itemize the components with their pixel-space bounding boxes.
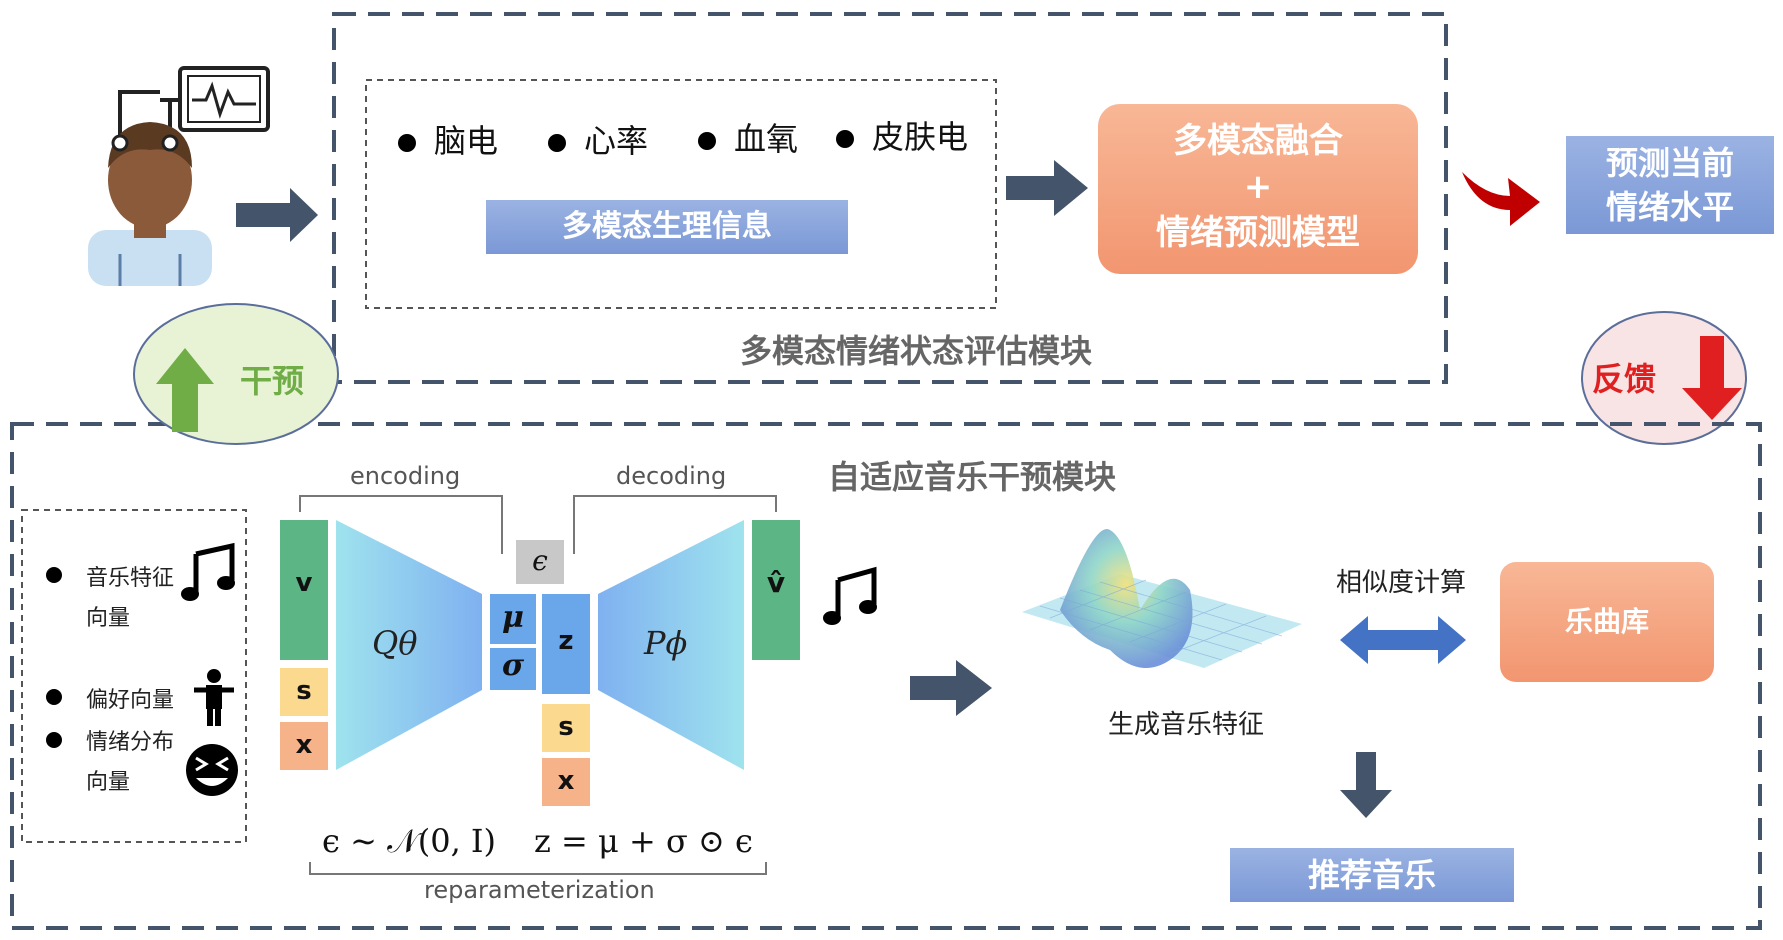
green-up-arrow xyxy=(156,348,214,432)
recommend-music-box: 推荐音乐 xyxy=(1230,848,1514,902)
mu-label: μ xyxy=(502,600,524,635)
bottom-module-frame xyxy=(10,422,1762,930)
input-item-music-line1: 音乐特征 xyxy=(86,566,175,591)
encoding-label: encoding xyxy=(350,462,461,490)
red-down-arrow xyxy=(1682,336,1742,420)
signal-item: 心率 xyxy=(548,116,648,162)
formula-reparam: z = μ + σ ⊙ ϵ xyxy=(534,822,753,860)
input-item-music-line2: 向量 xyxy=(86,606,131,631)
music-library-box: 乐曲库 xyxy=(1500,562,1714,682)
bullet-dot xyxy=(698,132,716,150)
fusion-plus: + xyxy=(1243,167,1273,207)
epsilon-block xyxy=(516,540,564,584)
top-module-title: 多模态情绪状态评估模块 xyxy=(740,332,1093,370)
arrow-right-1 xyxy=(236,188,318,242)
s-label-left: s xyxy=(296,676,312,706)
epsilon-label: ϵ xyxy=(532,544,548,577)
arrow-right-2 xyxy=(1006,160,1088,216)
s-block-left xyxy=(280,668,328,716)
sigma-block xyxy=(490,648,536,690)
signal-item: 皮肤电 xyxy=(836,112,968,158)
s-label-right: s xyxy=(558,712,574,742)
fusion-model-box: 多模态融合 + 情绪预测模型 xyxy=(1098,104,1418,274)
arrow-right-3 xyxy=(910,660,992,716)
double-arrow xyxy=(1340,616,1466,664)
music-note-icon xyxy=(181,542,235,601)
s-block-right xyxy=(542,704,590,752)
music-note-icon-2 xyxy=(823,566,877,625)
input-item-emotion-line1: 情绪分布 xyxy=(86,730,175,755)
formula-noise: ϵ ∼ 𝒩(0, I) xyxy=(322,822,497,860)
reparam-bracket xyxy=(309,862,767,875)
feedback-label: 反馈 xyxy=(1592,360,1657,398)
inputs-frame xyxy=(21,509,247,843)
bottom-module-title: 自适应音乐干预模块 xyxy=(828,458,1117,496)
z-label: z xyxy=(558,626,574,656)
sigma-label: σ xyxy=(501,648,525,683)
decoder-trapezoid xyxy=(598,520,744,770)
signal-item: 脑电 xyxy=(398,116,498,162)
q-label: Qθ xyxy=(372,624,418,662)
x-label-right: x xyxy=(557,766,575,796)
signals-label-box: 多模态生理信息 xyxy=(486,200,848,254)
person-icon xyxy=(194,669,234,726)
predict-line-2: 情绪水平 xyxy=(1605,188,1734,226)
top-module-frame xyxy=(332,12,1448,384)
x-block-left xyxy=(280,722,328,770)
encoding-bracket xyxy=(299,495,503,554)
bullet-dot xyxy=(836,130,854,148)
reparam-label: reparameterization xyxy=(424,876,655,904)
v-block xyxy=(280,520,328,660)
x-label-left: x xyxy=(295,730,313,760)
v-hat-block xyxy=(752,520,800,660)
decoding-label: decoding xyxy=(616,462,727,490)
mu-block xyxy=(490,594,536,644)
input-item-emotion-line2: 向量 xyxy=(86,770,131,795)
red-curved-arrow xyxy=(1462,172,1540,226)
z-block xyxy=(542,594,590,694)
bullet-dot xyxy=(548,134,566,152)
surface-plot-icon xyxy=(1022,529,1302,668)
similarity-label: 相似度计算 xyxy=(1336,568,1467,598)
x-block-right xyxy=(542,758,590,806)
v-label: v xyxy=(295,568,313,598)
bullet-dot xyxy=(398,134,416,152)
arrow-down xyxy=(1340,752,1392,818)
decoding-bracket xyxy=(573,495,777,554)
fusion-line-1: 多模态融合 xyxy=(1173,121,1343,161)
generated-feature-label: 生成音乐特征 xyxy=(1108,710,1265,740)
encoder-trapezoid xyxy=(336,520,482,770)
predict-box: 预测当前 情绪水平 xyxy=(1566,136,1774,234)
input-item-preference: 偏好向量 xyxy=(86,688,175,713)
person-with-monitor-icon xyxy=(88,66,270,286)
emoji-face-icon xyxy=(186,744,238,796)
predict-line-1: 预测当前 xyxy=(1605,144,1734,182)
fusion-line-2: 情绪预测模型 xyxy=(1156,213,1360,253)
intervene-label: 干预 xyxy=(240,362,305,400)
v-hat-label: v̂ xyxy=(766,566,786,599)
signal-item: 血氧 xyxy=(698,114,798,160)
p-label: Pϕ xyxy=(644,624,688,662)
